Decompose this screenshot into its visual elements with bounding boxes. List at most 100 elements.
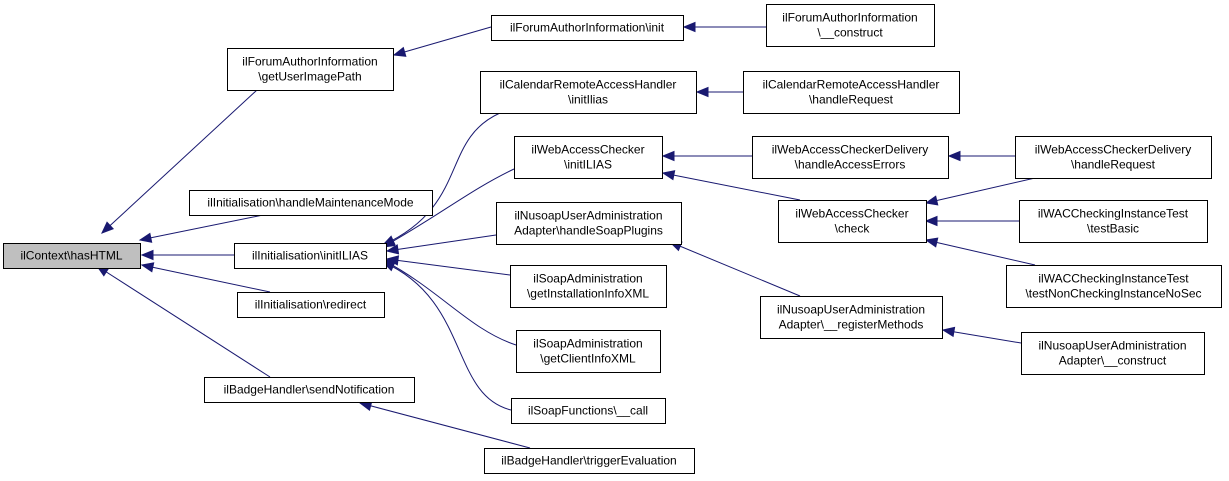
- node-label: \getUserImagePath: [258, 70, 361, 84]
- edge-line: [96, 265, 271, 378]
- graph-node-forum-init[interactable]: ilForumAuthorInformation\init: [491, 15, 684, 41]
- node-label: ilInitialisation\handleMaintenanceMode: [207, 196, 413, 210]
- node-label: ilWebAccessCheckerDelivery: [772, 143, 929, 157]
- node-box: [496, 202, 682, 245]
- edge-arrowhead: [140, 249, 154, 261]
- graph-node-cal-init-ilias[interactable]: ilCalendarRemoteAccessHandler\initIlias: [480, 71, 697, 114]
- node-label: \handleRequest: [809, 93, 894, 107]
- edge-arrowhead: [661, 150, 675, 162]
- node-label: ilCalendarRemoteAccessHandler: [763, 78, 940, 92]
- edge-line: [393, 26, 492, 56]
- edge-line: [942, 329, 1022, 344]
- graph-node-nusoap-construct[interactable]: ilNusoapUserAdministrationAdapter\__cons…: [1021, 332, 1205, 375]
- graph-node-soap-get-installation-info-xml[interactable]: ilSoapAdministration\getInstallationInfo…: [510, 265, 667, 308]
- node-box: [760, 296, 943, 339]
- node-label: ilWebAccessChecker: [531, 143, 644, 157]
- call-graph-edges: [95, 21, 1036, 449]
- node-label: ilForumAuthorInformation\init: [510, 21, 665, 35]
- node-box: [752, 136, 949, 179]
- node-box: [511, 398, 666, 424]
- graph-node-handle-maintenance-mode[interactable]: ilInitialisation\handleMaintenanceMode: [189, 190, 433, 216]
- call-graph-nodes: ilContext\hasHTML ilForumAuthorInformatio…: [3, 4, 1222, 474]
- graph-edge-soap-functions-call-to-init-ilias: [381, 261, 512, 411]
- edge-line: [925, 239, 1036, 266]
- node-box: [510, 265, 667, 308]
- node-box: [491, 15, 684, 41]
- graph-edge-forum-construct-to-forum-init: [682, 21, 766, 33]
- node-label: ilNusoapUserAdministration: [1038, 339, 1186, 353]
- node-label: ilWACCheckingInstanceTest: [1038, 272, 1189, 286]
- node-box: [743, 71, 960, 114]
- graph-node-soap-get-client-info-xml[interactable]: ilSoapAdministration\getClientInfoXML: [516, 330, 661, 373]
- edge-line: [386, 258, 511, 276]
- graph-node-wac-init-ilias[interactable]: ilWebAccessChecker\initILIAS: [514, 136, 663, 179]
- node-label: \initIlias: [568, 93, 608, 107]
- node-label: Adapter\__registerMethods: [779, 318, 924, 332]
- node-box: [480, 71, 697, 114]
- graph-edge-wacd-handle-request-to-wac-check: [924, 177, 1036, 206]
- node-box: [516, 330, 661, 373]
- node-box: [778, 200, 927, 243]
- graph-edge-redirect-to-root: [140, 262, 271, 293]
- node-label: ilBadgeHandler\sendNotification: [224, 383, 395, 397]
- edge-line: [662, 172, 801, 201]
- edge-arrowhead: [392, 46, 407, 57]
- graph-edge-test-basic-to-wac-check: [924, 215, 1019, 227]
- node-label: Adapter\__construct: [1059, 354, 1167, 368]
- node-box: [1015, 136, 1212, 179]
- edge-arrowhead: [385, 244, 400, 255]
- node-box: [1019, 200, 1208, 243]
- graph-node-test-basic[interactable]: ilWACCheckingInstanceTest\testBasic: [1019, 200, 1208, 243]
- graph-edge-wacd-handle-access-errors-to-wac-init-ilias: [661, 150, 752, 162]
- node-label: \check: [835, 222, 871, 236]
- edge-line: [386, 234, 497, 252]
- node-box: [189, 190, 433, 216]
- graph-edge-wacd-handle-request-to-wacd-handle-access-errors: [947, 150, 1015, 162]
- graph-node-forum-construct[interactable]: ilForumAuthorInformation\__construct: [766, 4, 935, 47]
- graph-node-send-notification[interactable]: ilBadgeHandler\sendNotification: [204, 377, 415, 403]
- graph-edge-cal-handle-request-to-cal-init-ilias: [695, 86, 743, 98]
- graph-node-redirect[interactable]: ilInitialisation\redirect: [237, 292, 385, 318]
- graph-node-wacd-handle-request[interactable]: ilWebAccessCheckerDelivery\handleRequest: [1015, 136, 1212, 179]
- node-label: ilNusoapUserAdministration: [514, 209, 662, 223]
- node-box: [1021, 332, 1205, 375]
- edge-line: [382, 259, 517, 346]
- graph-edge-init-ilias-to-root: [140, 249, 234, 261]
- edge-arrowhead: [924, 215, 938, 227]
- node-box: [3, 243, 141, 269]
- node-label: \__construct: [817, 26, 883, 40]
- graph-edge-send-notification-to-root: [95, 265, 271, 378]
- graph-node-nusoap-handle-soap-plugins[interactable]: ilNusoapUserAdministrationAdapter\handle…: [496, 202, 682, 245]
- node-label: ilWebAccessCheckerDelivery: [1035, 143, 1192, 157]
- edge-arrowhead: [947, 150, 961, 162]
- graph-edge-forum-init-to-get-user-image-path: [392, 26, 492, 57]
- edge-line: [101, 89, 258, 234]
- node-label: ilSoapAdministration: [533, 272, 642, 286]
- graph-node-wac-check[interactable]: ilWebAccessChecker\check: [778, 200, 927, 243]
- node-label: \getInstallationInfoXML: [527, 287, 649, 301]
- edge-arrowhead: [924, 237, 939, 248]
- graph-node-nusoap-register-methods[interactable]: ilNusoapUserAdministrationAdapter\__regi…: [760, 296, 943, 339]
- edge-arrowhead: [924, 195, 939, 206]
- node-box: [204, 377, 415, 403]
- graph-node-test-non-checking[interactable]: ilWACCheckingInstanceTest\testNonCheckin…: [1006, 265, 1222, 308]
- graph-node-wacd-handle-access-errors[interactable]: ilWebAccessCheckerDelivery\handleAccessE…: [752, 136, 949, 179]
- edge-line: [925, 177, 1036, 204]
- node-label: ilNusoapUserAdministration: [777, 303, 925, 317]
- edge-line: [359, 402, 531, 449]
- graph-node-trigger-evaluation[interactable]: ilBadgeHandler\triggerEvaluation: [484, 448, 695, 474]
- node-box: [234, 243, 387, 269]
- node-label: ilInitialisation\redirect: [255, 298, 367, 312]
- edge-line: [139, 214, 264, 241]
- edge-arrowhead: [682, 21, 696, 33]
- graph-node-init-ilias[interactable]: ilInitialisation\initILIAS: [234, 243, 387, 269]
- graph-node-cal-handle-request[interactable]: ilCalendarRemoteAccessHandler\handleRequ…: [743, 71, 960, 114]
- edge-arrowhead: [941, 326, 956, 338]
- node-box: [227, 48, 394, 91]
- graph-node-soap-functions-call[interactable]: ilSoapFunctions\__call: [511, 398, 666, 424]
- graph-node-root[interactable]: ilContext\hasHTML: [3, 243, 141, 269]
- graph-edge-nusoap-construct-to-nusoap-register-methods: [941, 326, 1022, 344]
- graph-node-get-user-image-path[interactable]: ilForumAuthorInformation\getUserImagePat…: [227, 48, 394, 91]
- node-label: ilForumAuthorInformation: [782, 11, 917, 25]
